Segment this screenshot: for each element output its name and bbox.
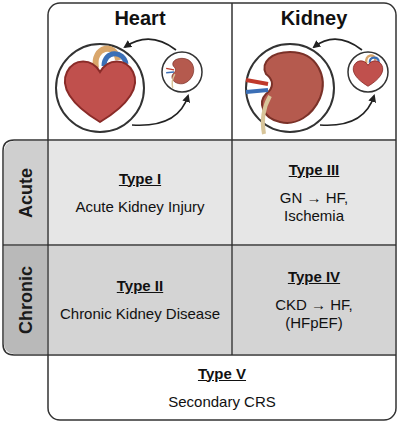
type-description: Secondary CRS <box>168 393 276 411</box>
type-heading: Type III <box>289 161 340 179</box>
type-heading: Type II <box>117 277 163 295</box>
outer-frame <box>48 3 396 420</box>
type-cell: Type I Acute Kidney Injury <box>49 141 231 244</box>
type-description: GN → HF, Ischemia <box>264 189 364 225</box>
type-heading: Type IV <box>288 268 340 286</box>
heart-small-illustration <box>353 55 383 86</box>
type-heading: Type V <box>198 365 246 383</box>
heart-small-circle <box>348 52 388 92</box>
type-cell: Type V Secondary CRS <box>49 356 395 419</box>
column-header: Kidney <box>232 4 396 32</box>
cycle-arrow <box>314 39 362 50</box>
type-cell: Type II Chronic Kidney Disease <box>49 246 231 354</box>
column-header: Heart <box>48 4 232 32</box>
row-label: Chronic <box>16 266 36 334</box>
heart-illustration <box>65 49 135 122</box>
type-description: CKD → HF, (HFpEF) <box>264 296 364 332</box>
kidney-small-circle <box>162 52 202 92</box>
cycle-arrow <box>320 96 374 125</box>
kidney-small-illustration <box>166 58 194 88</box>
row-band-outline <box>3 140 48 355</box>
cycle-arrow <box>125 39 176 50</box>
row-band: Acute <box>4 141 47 244</box>
type-cell: Type IV CKD → HF, (HFpEF) <box>233 246 395 354</box>
type-description: Chronic Kidney Disease <box>60 305 220 323</box>
cycle-arrow <box>132 96 188 125</box>
column-heading: Heart <box>114 6 165 30</box>
column-heading: Kidney <box>281 6 348 30</box>
kidney-illustration <box>246 52 323 134</box>
type-description: Acute Kidney Injury <box>75 198 204 216</box>
type-cell: Type III GN → HF, Ischemia <box>233 141 395 244</box>
row-label: Acute <box>16 167 36 217</box>
type-heading: Type I <box>119 170 161 188</box>
row-band: Chronic <box>4 246 47 354</box>
heart-circle <box>56 44 144 132</box>
